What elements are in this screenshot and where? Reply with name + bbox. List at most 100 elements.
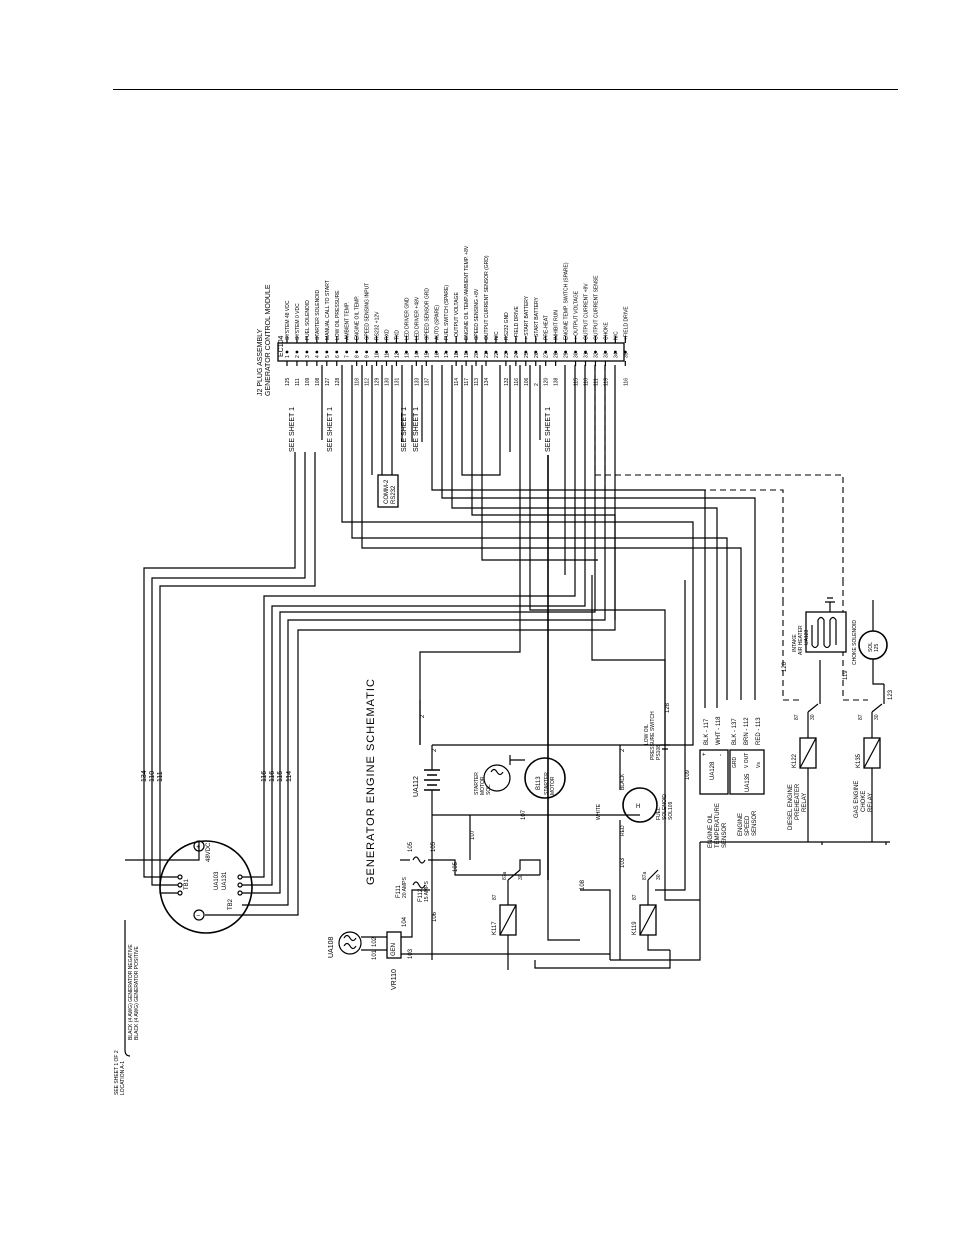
ua135-w1: BLK - 137	[732, 718, 738, 745]
plug-pin-number: 25	[524, 352, 530, 358]
plug-pin-contact	[594, 350, 597, 354]
tb-ref2: UA131	[222, 871, 228, 890]
vr110-gen: GEN	[391, 943, 397, 956]
wire-106: 106	[432, 911, 438, 922]
ua135-desc3: SENSOR	[752, 810, 758, 836]
wire-105a: 105	[408, 841, 414, 852]
plug-pin-contact	[574, 350, 577, 354]
plug-pin-label: ENGINE TEMP. SWITCH (SPARE)	[564, 262, 570, 340]
tb-ref1: UA103	[214, 871, 220, 890]
plug-pin-label: +FIELD DRIVE	[623, 306, 629, 340]
plug-pin-wire: 125	[285, 377, 291, 386]
plug-pin-contact	[534, 350, 538, 354]
plug-pin-contact	[444, 350, 448, 354]
ps-desc: LOW OIL	[644, 724, 650, 745]
ua128-desc1: ENGINE OIL	[708, 813, 714, 848]
starter-solenoid-symbol	[483, 764, 511, 792]
wire-104: 104	[402, 916, 408, 927]
plug-pin-wire: 133	[414, 377, 420, 386]
plug-pin-number: 12	[394, 352, 400, 358]
plug-pin-wire: 132	[504, 377, 510, 386]
plug-pin-number: 3	[305, 355, 311, 358]
tb-wire-116b: 116	[269, 771, 276, 782]
tb1-term-3	[177, 890, 183, 896]
k119-pin87a: 87a	[642, 871, 648, 880]
tb2-term-3	[237, 874, 243, 880]
plug-pin-contact	[345, 350, 349, 354]
plug-pin-wire: 131	[394, 377, 400, 386]
plug-pin-contact	[564, 350, 567, 354]
plug-pin-wire: 138	[554, 377, 560, 386]
comm-2-rs232: COMM-2 RS232	[377, 474, 399, 508]
starter-sol-line2: MOTOR	[480, 776, 486, 795]
tb-wire-114: 114	[286, 771, 293, 782]
ua135-box	[729, 749, 765, 795]
plug-pin-wire: 111	[593, 378, 599, 386]
wire-105c: 105	[453, 861, 459, 872]
plug-pin-label: AMBIENT TEMP.	[345, 302, 351, 340]
diesel-preheater-relay: K122 DIESEL ENGINE PREHEATER RELAY 87 30	[788, 660, 821, 842]
plug-pin-wire: 127	[325, 377, 331, 386]
battery-ua112: UA112 2 2 2	[413, 580, 694, 816]
plug-pin-wire: 113	[474, 378, 480, 386]
plug-pin-wire: 120	[544, 377, 550, 386]
tb-vdc: 48VDC	[206, 842, 212, 862]
plug-pin-wire: 129	[375, 377, 381, 386]
plug-pin-number: 35	[623, 352, 629, 358]
ua135-w3: RED - 113	[756, 717, 762, 745]
header-rule	[113, 89, 898, 90]
tb-minus-sign: −	[196, 913, 200, 920]
plug-pin-label: SYSTEM 48 VDC	[285, 300, 291, 340]
fuel-sol-line1: FUEL	[656, 807, 662, 820]
plug-pin-number: 19	[464, 352, 470, 358]
plug-pin-wire: 114	[454, 378, 460, 386]
plug-pin-contact	[375, 350, 378, 354]
plug-pin-label: OUTPUT CURRENT SENSE	[593, 275, 599, 340]
k119-pin30: 30	[656, 874, 662, 880]
plug-pin-number: 28	[554, 352, 560, 358]
plug-pin-number: 15	[424, 352, 430, 358]
plug-pin-number: 7	[345, 355, 351, 358]
plug-pin-contact	[365, 350, 368, 354]
starter-sol-line3: SOL.	[486, 784, 492, 795]
plug-pin-contact	[554, 350, 558, 354]
wire-123: 123	[888, 689, 894, 700]
plug-pin-number: 1	[285, 355, 291, 358]
plug-pin-number: 6	[335, 355, 341, 358]
comm-box	[377, 474, 399, 508]
plug-pin-wire: 130	[385, 377, 391, 386]
plug-ref: EC104	[278, 335, 285, 357]
ua128-w2: WHT - 118	[716, 716, 722, 745]
ground-bus	[610, 841, 890, 961]
ua128-label: UA128	[710, 761, 716, 780]
terminal-board: + − 48VDC UA103 UA131 TB1 TB2 134	[124, 770, 299, 1030]
ua128-w1: BLK - 117	[704, 718, 710, 745]
ua108-vr110: UA108 GEN VR110 102 101 104 103	[328, 889, 610, 990]
plug-pin-label: RS232 GND	[504, 312, 510, 340]
wire-107a: 107	[470, 829, 476, 840]
plug-pin-contact	[494, 350, 498, 354]
tb1-term-2	[177, 882, 183, 888]
plug-pin-label: FUEL SWITCH (SPARE)	[444, 285, 450, 340]
plug-pin-number: 31	[584, 352, 590, 358]
ps-desc2: PRESSURE SWITCH	[650, 711, 656, 760]
k122-pin87: 87	[794, 714, 800, 720]
sol125-num: 125	[874, 643, 880, 652]
plug-pin-contact	[395, 350, 398, 354]
schematic-title: GENERATOR ENGINE SCHEMATIC	[365, 678, 377, 885]
plug-pin-contact	[305, 350, 309, 354]
diesel-desc3: RELAY	[802, 793, 808, 812]
plug-pin-label: LED DRIVER +48V	[414, 296, 420, 340]
f112-label: F112	[418, 888, 424, 902]
comm-line1: COMM-2	[384, 479, 390, 504]
plug-pin-label: FUEL SOLENOID	[305, 300, 311, 340]
note-location: LOCATION A-1	[120, 1061, 126, 1095]
wire-103: 103	[408, 948, 414, 959]
k135-label: K135	[856, 753, 862, 768]
k119-pin87: 87	[632, 894, 638, 900]
notes: SEE SHEET 1 OF 2 LOCATION A-1 BLACK (4 A…	[114, 944, 140, 1095]
plug-pin-wire: 117	[464, 378, 470, 386]
plug-pin-contact	[424, 350, 428, 354]
plug-pin-contact	[355, 350, 359, 354]
